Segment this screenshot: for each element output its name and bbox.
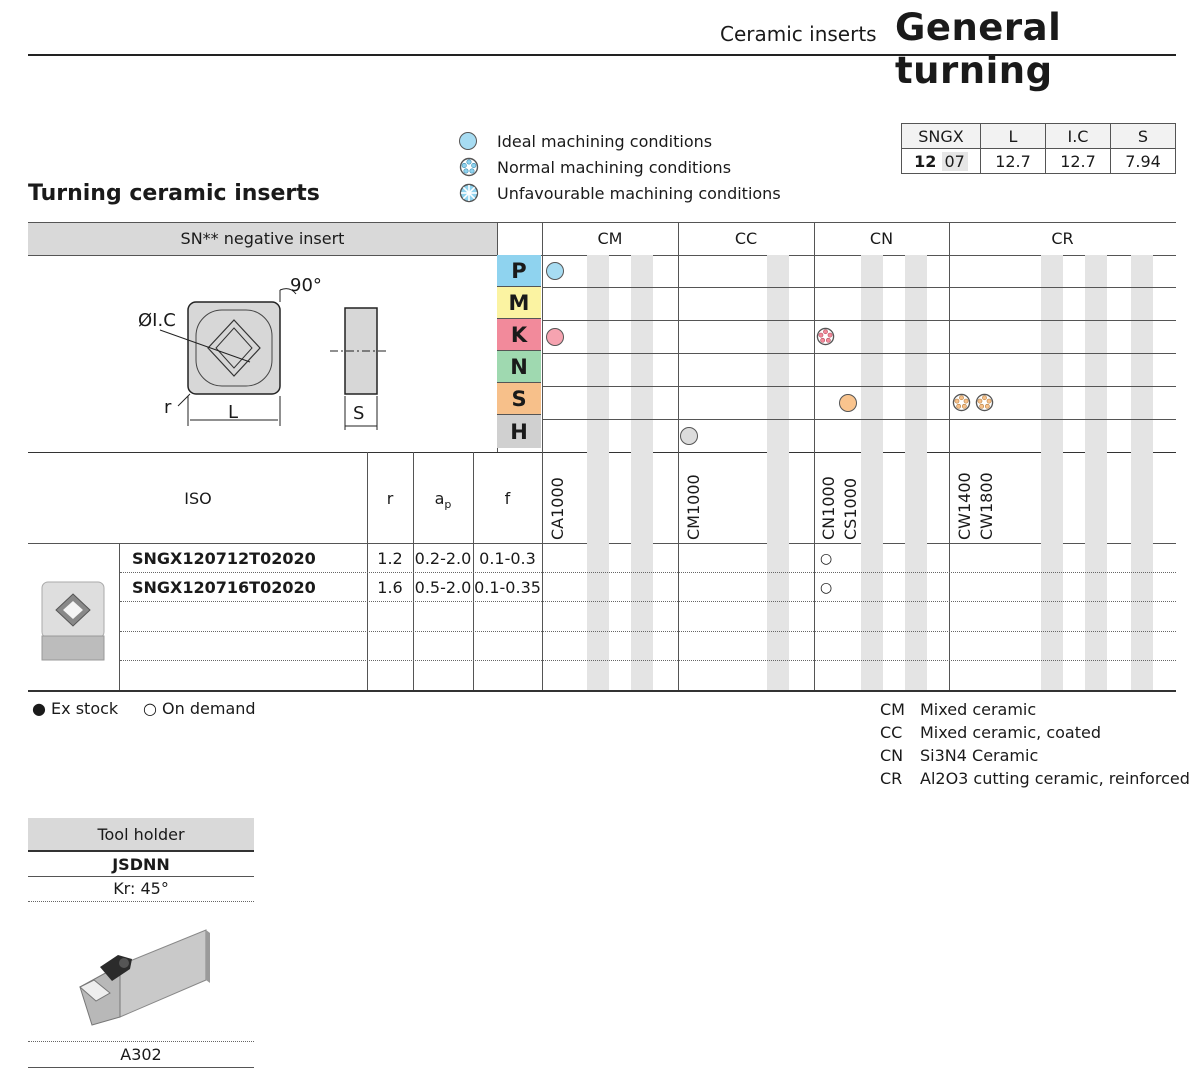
grade-ca1000: CA1000 — [548, 477, 567, 540]
grid-stripe — [1041, 255, 1063, 690]
l-label: L — [228, 402, 239, 423]
tool-holder-name: JSDNN — [112, 855, 170, 874]
row-1-on-demand: ○ — [820, 551, 833, 567]
insert-header-bar — [28, 222, 497, 255]
row-2-on-demand: ○ — [820, 580, 833, 596]
legend-normal: Normal machining conditions — [459, 154, 781, 180]
col-r: r — [386, 489, 394, 508]
dimensions-table: SNGX L I.C S 12 07 12.7 12.7 7.94 — [901, 123, 1176, 174]
page-title: General turning — [895, 6, 1062, 92]
section-title: Turning ceramic inserts — [28, 181, 320, 206]
grade-cs1000: CS1000 — [841, 477, 860, 540]
ideal-circle-icon — [546, 328, 564, 346]
material-p: P — [497, 255, 541, 287]
row-1-iso: SNGX120712T02020 — [132, 549, 316, 568]
group-cn: CN — [869, 229, 894, 248]
grid-stripe — [1085, 255, 1107, 690]
ideal-circle-icon — [546, 262, 564, 280]
material-m: M — [497, 287, 541, 319]
dims-header-ic: I.C — [1045, 123, 1111, 149]
normal-flower-icon — [975, 393, 994, 412]
dims-header-sngx: SNGX — [901, 123, 981, 149]
grade-cn1000: CN1000 — [819, 476, 838, 540]
row-2-iso: SNGX120716T02020 — [132, 578, 316, 597]
s-label: S — [353, 403, 365, 424]
col-ap: ap — [434, 489, 452, 512]
header-subtitle: Ceramic inserts — [720, 22, 877, 46]
unfavourable-flower-icon — [459, 183, 479, 203]
normal-flower-icon — [952, 393, 971, 412]
row-2-f: 0.1-0.35 — [474, 578, 541, 597]
material-k: K — [497, 319, 541, 351]
ex-stock-legend: ● Ex stock — [32, 699, 119, 718]
row-2-r: 1.6 — [377, 578, 403, 597]
normal-flower-icon — [816, 327, 835, 346]
row-1-r: 1.2 — [377, 549, 403, 568]
r-label: r — [164, 397, 172, 418]
grid-stripe — [1131, 255, 1153, 690]
header-rule — [28, 54, 1176, 56]
grade-cw1400: CW1400 — [955, 472, 974, 540]
ideal-circle-icon — [680, 427, 698, 445]
grid-stripe — [767, 255, 789, 690]
insert-header: SN** negative insert — [180, 229, 345, 248]
angle-label: 90° — [290, 275, 322, 296]
group-cc: CC — [734, 229, 758, 248]
on-demand-legend: ○ On demand — [143, 699, 256, 718]
material-n: N — [497, 351, 541, 383]
dims-l-value: 12.7 — [980, 148, 1046, 174]
tool-holder-kr: Kr: 45° — [113, 879, 169, 898]
material-s: S — [497, 383, 541, 415]
grid-stripe — [587, 255, 609, 690]
ic-label: ØI.C — [138, 310, 176, 331]
legend: Ideal machining conditions Normal machin… — [459, 128, 781, 206]
grid-stripe — [631, 255, 653, 690]
col-iso: ISO — [184, 489, 212, 508]
insert-drawing — [159, 288, 388, 430]
grid-stripe — [905, 255, 927, 690]
tool-holder-image — [79, 929, 210, 1026]
dims-s-value: 7.94 — [1110, 148, 1176, 174]
material-h: H — [497, 415, 541, 448]
legend-ideal: Ideal machining conditions — [459, 128, 781, 154]
col-f: f — [504, 489, 511, 508]
normal-flower-icon — [459, 157, 479, 177]
tool-holder-header-bar — [28, 818, 254, 850]
dims-ic-value: 12.7 — [1045, 148, 1111, 174]
group-cr: CR — [1051, 229, 1074, 248]
grade-cw1800: CW1800 — [977, 472, 996, 540]
row-1-f: 0.1-0.3 — [479, 549, 536, 568]
insert-thumbnail — [41, 581, 105, 661]
dims-code: 12 07 — [901, 148, 981, 174]
tool-holder-code: A302 — [120, 1045, 162, 1064]
grade-cm1000: CM1000 — [684, 474, 703, 540]
ideal-circle-icon — [839, 394, 857, 412]
row-1-ap: 0.2-2.0 — [414, 549, 472, 568]
tool-holder-header: Tool holder — [97, 825, 185, 844]
dims-header-s: S — [1110, 123, 1176, 149]
dims-header-l: L — [980, 123, 1046, 149]
legend-unfavourable: Unfavourable machining conditions — [459, 180, 781, 206]
ideal-circle-icon — [459, 132, 477, 150]
material-column: P M K N S H — [497, 255, 542, 448]
row-2-ap: 0.5-2.0 — [414, 578, 472, 597]
grid-stripe — [861, 255, 883, 690]
group-cm: CM — [597, 229, 623, 248]
